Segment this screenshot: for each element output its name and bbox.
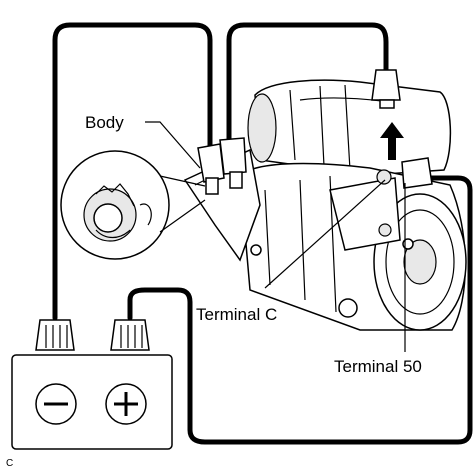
wires	[52, 22, 473, 445]
up-arrow-icon	[380, 122, 404, 160]
corner-mark: C	[6, 458, 13, 469]
plus-icon	[105, 383, 147, 425]
label-terminal-50: Terminal 50	[334, 357, 422, 376]
starter-motor	[183, 79, 467, 331]
battery	[11, 319, 173, 450]
label-terminal-c: Terminal C	[196, 305, 277, 324]
label-body: Body	[85, 113, 124, 132]
connectors	[197, 69, 433, 195]
minus-icon	[35, 383, 77, 425]
pinion-detail-callout	[60, 150, 206, 260]
leader-lines	[145, 121, 406, 352]
